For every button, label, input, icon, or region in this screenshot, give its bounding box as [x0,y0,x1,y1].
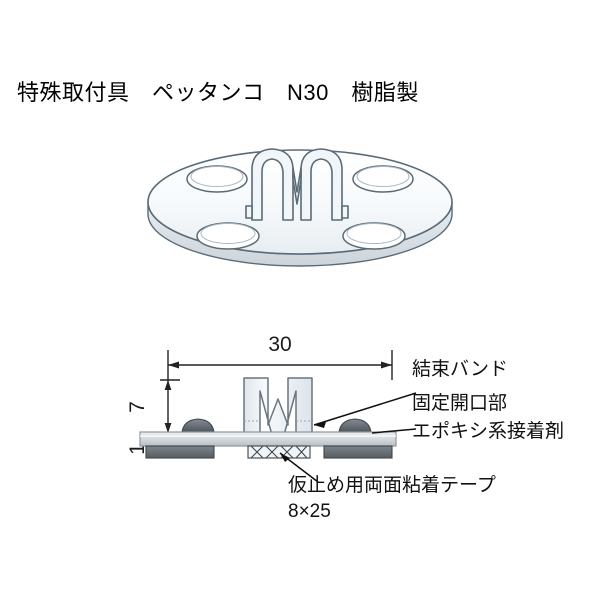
m-clip-perspective [245,148,349,221]
callout-label-tape: 仮止め用両面粘着テープ [288,474,496,496]
mounting-hole [342,222,406,250]
mounting-hole [196,222,260,250]
callout-label-tape-size: 8×25 [288,501,331,522]
section-view-svg: 30 7 1 [126,333,564,522]
dimension-width-label: 30 [268,333,291,356]
dimension-thickness-label: 1 [126,443,149,455]
callout-leader-lines [313,392,417,434]
mounting-hole [352,165,414,193]
dimension-width: 30 [167,333,393,380]
dimension-height-label: 7 [126,401,149,413]
m-clip-section [243,377,313,436]
callout-label-band: 結束バンド [412,358,508,380]
tape-leader-line [279,452,319,483]
epoxy-adhesive-domes [181,418,372,434]
perspective-view-svg [147,148,453,267]
dimension-height: 7 [126,379,186,434]
disc-top-face [147,149,453,255]
mounting-hole [186,165,248,193]
mounting-holes [186,165,414,250]
base-plate [139,431,397,447]
page-title: 特殊取付具 ペッタンコ N30 樹脂製 [17,80,419,105]
perspective-view-figure [140,128,460,288]
double-sided-tape [145,445,393,459]
callout-label-opening: 固定開口部 [412,392,507,414]
callout-label-epoxy: エポキシ系接着剤 [412,420,564,442]
section-view-figure: 30 7 1 [100,325,600,540]
